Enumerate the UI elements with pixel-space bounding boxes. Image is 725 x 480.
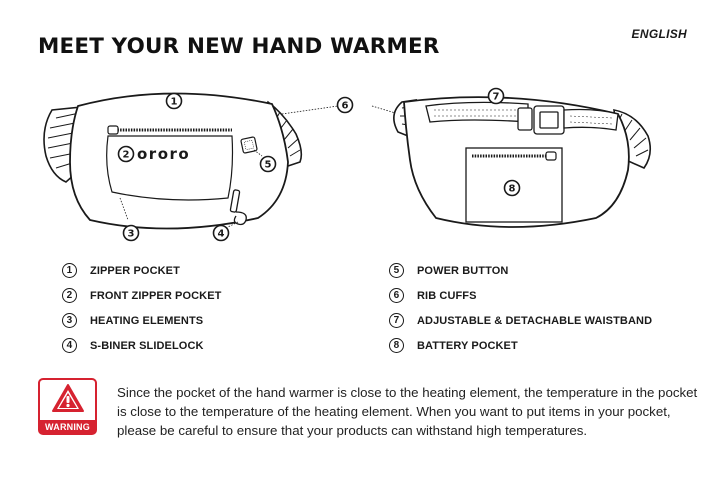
warning-badge: WARNING: [38, 378, 97, 435]
warning-triangle-icon: [51, 384, 84, 412]
legend-item-battery-pocket: 8 BATTERY POCKET: [389, 337, 652, 354]
language-label: ENGLISH: [631, 27, 687, 41]
svg-text:6: 6: [342, 101, 349, 112]
legend-number: 8: [389, 338, 404, 353]
page-title: MEET YOUR NEW HAND WARMER: [38, 34, 440, 58]
legend-label: S-BINER SLIDELOCK: [90, 339, 204, 352]
legend-item-zipper-pocket: 1 ZIPPER POCKET: [62, 262, 221, 279]
legend-number: 4: [62, 338, 77, 353]
legend-label: HEATING ELEMENTS: [90, 314, 204, 327]
callout-3: 3: [122, 224, 140, 242]
legend-number: 6: [389, 288, 404, 303]
legend-label: FRONT ZIPPER POCKET: [90, 289, 222, 302]
brand-logo: ororo: [137, 145, 190, 163]
svg-text:5: 5: [265, 160, 272, 171]
s-biner-icon: [229, 189, 247, 226]
legend-label: ZIPPER POCKET: [90, 264, 180, 277]
back-view: [393, 96, 652, 228]
svg-text:4: 4: [218, 229, 225, 240]
svg-text:1: 1: [171, 97, 178, 108]
front-view: ororo: [43, 92, 413, 230]
legend-item-rib-cuffs: 6 RIB CUFFS: [389, 287, 652, 304]
callout-1: 1: [165, 92, 183, 110]
warning-label: WARNING: [40, 420, 95, 433]
legend-item-waistband: 7 ADJUSTABLE & DETACHABLE WAISTBAND: [389, 312, 652, 329]
legend-item-s-biner-slidelock: 4 S-BINER SLIDELOCK: [62, 337, 221, 354]
waistband: [425, 101, 619, 135]
legend-left-column: 1 ZIPPER POCKET 2 FRONT ZIPPER POCKET 3 …: [62, 262, 221, 362]
legend-number: 2: [62, 288, 77, 303]
callout-5: 5: [259, 155, 277, 173]
hand-warmer-illustration: ororo: [43, 87, 652, 242]
callout-2: 2: [117, 145, 135, 163]
legend-number: 1: [62, 263, 77, 278]
callout-7: 7: [487, 87, 505, 105]
svg-text:7: 7: [493, 92, 500, 103]
legend-label: RIB CUFFS: [417, 289, 477, 302]
legend-item-power-button: 5 POWER BUTTON: [389, 262, 652, 279]
callout-6: 6: [336, 96, 354, 114]
legend-label: BATTERY POCKET: [417, 339, 518, 352]
svg-text:8: 8: [509, 184, 516, 195]
callout-4: 4: [212, 224, 230, 242]
legend-right-column: 5 POWER BUTTON 6 RIB CUFFS 7 ADJUSTABLE …: [389, 262, 652, 362]
legend-number: 7: [389, 313, 404, 328]
front-pocket: [106, 135, 234, 201]
legend-label: POWER BUTTON: [417, 264, 509, 277]
legend-item-front-zipper-pocket: 2 FRONT ZIPPER POCKET: [62, 287, 221, 304]
warning-text: Since the pocket of the hand warmer is c…: [117, 385, 698, 438]
power-button-icon: [240, 136, 258, 154]
legend-item-heating-elements: 3 HEATING ELEMENTS: [62, 312, 221, 329]
legend-number: 5: [389, 263, 404, 278]
legend-label: ADJUSTABLE & DETACHABLE WAISTBAND: [417, 314, 653, 327]
legend-number: 3: [62, 313, 77, 328]
callout-8: 8: [503, 179, 521, 197]
svg-text:2: 2: [123, 150, 130, 161]
front-zipper: [107, 125, 232, 135]
parts-legend: 1 ZIPPER POCKET 2 FRONT ZIPPER POCKET 3 …: [0, 262, 725, 362]
svg-text:3: 3: [128, 229, 135, 240]
